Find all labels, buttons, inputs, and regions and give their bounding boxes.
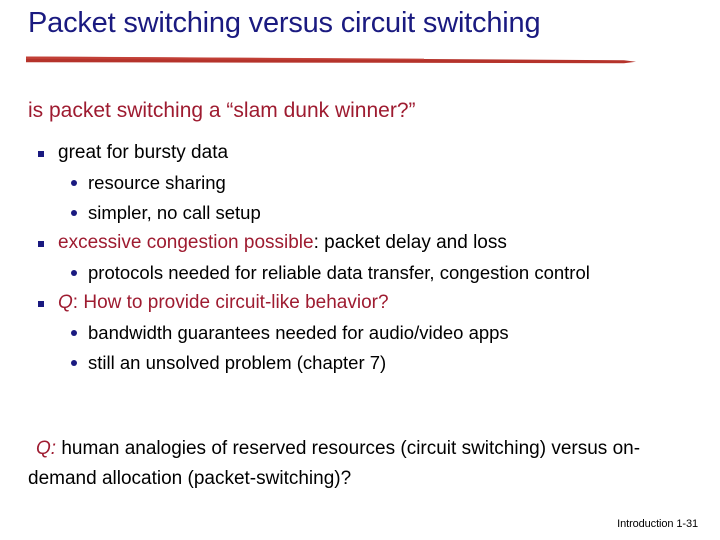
list-item-label: great for bursty data [58, 142, 229, 163]
list-item-label: protocols needed for reliable data trans… [88, 262, 590, 283]
list-item: resource sharing [0, 168, 700, 198]
slide-footer: Introduction 1-31 [617, 518, 698, 530]
square-bullet-icon [38, 151, 44, 157]
round-bullet-icon [71, 210, 77, 216]
list-item: still an unsolved problem (chapter 7) [0, 348, 700, 378]
list-item: protocols needed for reliable data trans… [0, 258, 700, 288]
list-item-label: still an unsolved problem (chapter 7) [88, 352, 387, 373]
list-item: excessive congestion possible: packet de… [0, 228, 700, 258]
list-item-accent: excessive congestion possible [58, 232, 314, 253]
square-bullet-icon [38, 301, 44, 307]
list-item-label: resource sharing [88, 172, 226, 193]
square-bullet-icon [38, 241, 44, 247]
list-item: great for bursty data [0, 138, 700, 168]
closing-question: Q: human analogies of reserved resources… [28, 434, 688, 494]
list-item: bandwidth guarantees needed for audio/vi… [0, 318, 700, 348]
closing-question-text: human analogies of reserved resources (c… [28, 438, 641, 489]
question-marker: Q [58, 292, 73, 313]
round-bullet-icon [71, 270, 77, 276]
list-item-label: : packet delay and loss [313, 232, 507, 253]
question-marker: Q: [36, 438, 57, 459]
list-item-label: bandwidth guarantees needed for audio/vi… [88, 322, 509, 343]
subtitle: is packet switching a “slam dunk winner?… [28, 99, 416, 122]
title-text: Packet switching versus circuit switchin… [28, 7, 541, 39]
list-item-label: simpler, no call setup [88, 202, 261, 223]
red-brush-underline-icon [26, 56, 636, 64]
round-bullet-icon [71, 360, 77, 366]
list-item: Q: How to provide circuit-like behavior? [0, 288, 700, 318]
bullet-list: great for bursty data resource sharing s… [0, 138, 700, 378]
list-item: simpler, no call setup [0, 198, 700, 228]
list-item-label: How to provide circuit-like behavior? [78, 292, 389, 313]
round-bullet-icon [71, 180, 77, 186]
round-bullet-icon [71, 330, 77, 336]
page-title: Packet switching versus circuit switchin… [28, 4, 588, 42]
list-item-accent: : [72, 292, 79, 313]
